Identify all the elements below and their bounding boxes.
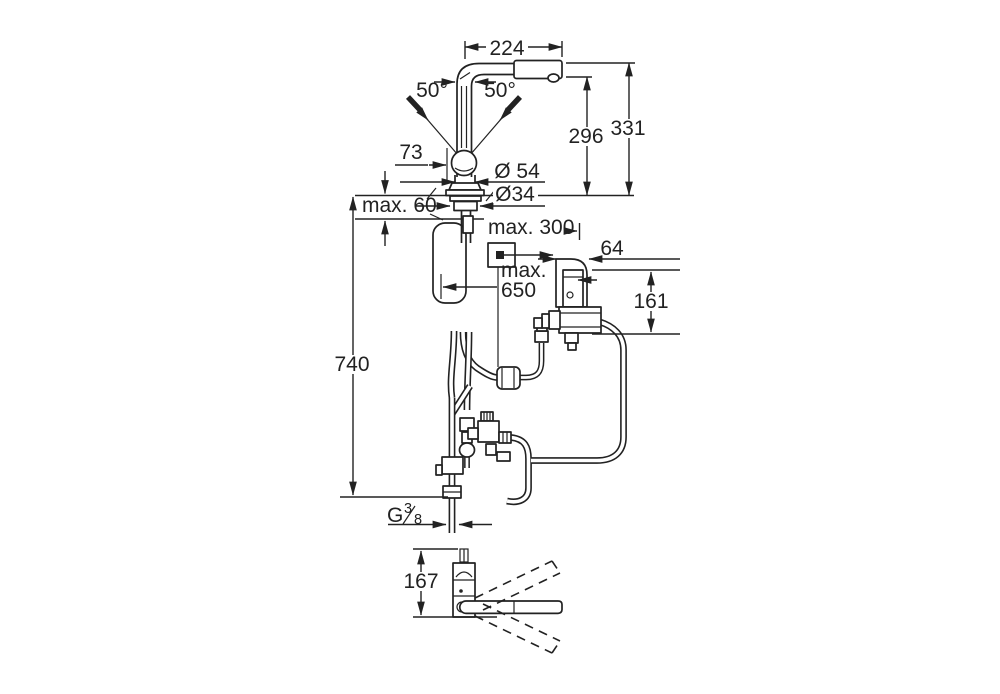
control-unit-screw <box>566 291 574 299</box>
dim-label-counter-thickness: max. 60 <box>362 194 437 217</box>
stack-nut <box>458 442 476 458</box>
dim-167-ext <box>413 548 497 618</box>
dim-label-hose-max-word: max. <box>501 259 547 282</box>
ball-joint-line <box>454 167 474 172</box>
dim-label-body-diameter: Ø 54 <box>494 160 540 183</box>
mount-nut <box>453 200 478 212</box>
hose-loop <box>432 222 467 304</box>
tvalve-port-lines <box>502 432 508 443</box>
topview-dome <box>455 571 473 578</box>
check-valve-tab <box>435 464 443 476</box>
valve-connector-3 <box>533 317 543 329</box>
sensor-cable <box>461 331 498 380</box>
j-hose <box>506 435 531 504</box>
tvalve-lower-fit <box>496 451 511 462</box>
dim-label-topview-depth: 167 <box>403 570 438 593</box>
dim-60-leader <box>429 213 444 221</box>
tvalve-left-port <box>467 427 479 440</box>
dim-label-lever: 73 <box>399 141 422 164</box>
tvalve-body <box>477 420 500 443</box>
dim-label-thread-num: 3 <box>404 501 412 517</box>
tvalve-right-port <box>498 431 512 444</box>
tvalve-elbow <box>485 443 497 456</box>
swivel-lower-dashed <box>474 603 561 654</box>
dim-label-spout-reach: 224 <box>489 37 524 60</box>
control-valve-lines <box>559 312 601 328</box>
valve-connector-1 <box>548 310 561 330</box>
lever-right-arrow <box>499 103 515 121</box>
dimension-labels: 224 50° 50° 296 331 73 Ø 54 Ø34 max. 60 … <box>334 37 668 593</box>
long-return-hose <box>531 320 626 463</box>
valve-connector-2 <box>541 313 550 329</box>
dim-height-ext <box>566 62 635 78</box>
valve-bottom-plug <box>564 332 579 344</box>
label-backgrounds <box>332 40 671 591</box>
dim-label-below-counter: 740 <box>334 353 369 376</box>
spray-outlet-nub <box>547 73 560 83</box>
supply-hose-left <box>449 330 456 399</box>
inline-barrel <box>496 366 521 390</box>
dim-label-hole-diameter: Ø34 <box>495 183 535 206</box>
spout-outer <box>456 62 514 177</box>
topview-dot <box>459 589 463 593</box>
topview-lines <box>453 579 475 597</box>
valve-bottom-tip <box>567 342 577 351</box>
spout-inner-lines <box>460 86 468 148</box>
check-valve <box>441 456 464 475</box>
spout-inner <box>470 73 514 177</box>
dim-161-ext <box>592 269 680 335</box>
power-socket-plug <box>496 251 504 259</box>
dim-label-box-width: 64 <box>600 237 624 260</box>
control-valve-body <box>558 306 602 334</box>
dim-label-socket-distance: max. 300 <box>488 216 574 239</box>
barrel-lines <box>501 368 515 388</box>
tvalve-cap-ridges <box>483 412 491 421</box>
base-plate <box>445 189 485 197</box>
dim-label-height-outlet: 296 <box>568 125 603 148</box>
dim-label-hose-max-value: 650 <box>501 279 536 302</box>
dim-label-thread-den: 8 <box>414 512 422 528</box>
swivel-upper-dashed <box>474 560 561 611</box>
power-cable <box>519 343 543 379</box>
topview-spout <box>458 600 563 615</box>
mount-washer <box>449 195 482 202</box>
shank-fitting <box>462 215 474 234</box>
lever-left-arrow <box>413 103 429 121</box>
dim-label-box-height: 161 <box>633 290 668 313</box>
top-view <box>452 548 563 654</box>
dim-label-angle-right: 50° <box>484 79 516 102</box>
dim-label-height-total: 331 <box>610 117 645 140</box>
dim-label-thread-g: G <box>387 504 403 527</box>
thread-fraction-slash <box>402 505 416 525</box>
ball-joint <box>450 149 478 177</box>
hose-to-connector <box>465 331 471 411</box>
under-counter-parts <box>435 195 602 499</box>
body-flange <box>448 182 482 191</box>
apex-tick <box>459 71 471 80</box>
dim-label-angle-left: 50° <box>416 79 448 102</box>
cable-plug <box>534 330 549 343</box>
topview-spout-cap <box>456 601 463 613</box>
